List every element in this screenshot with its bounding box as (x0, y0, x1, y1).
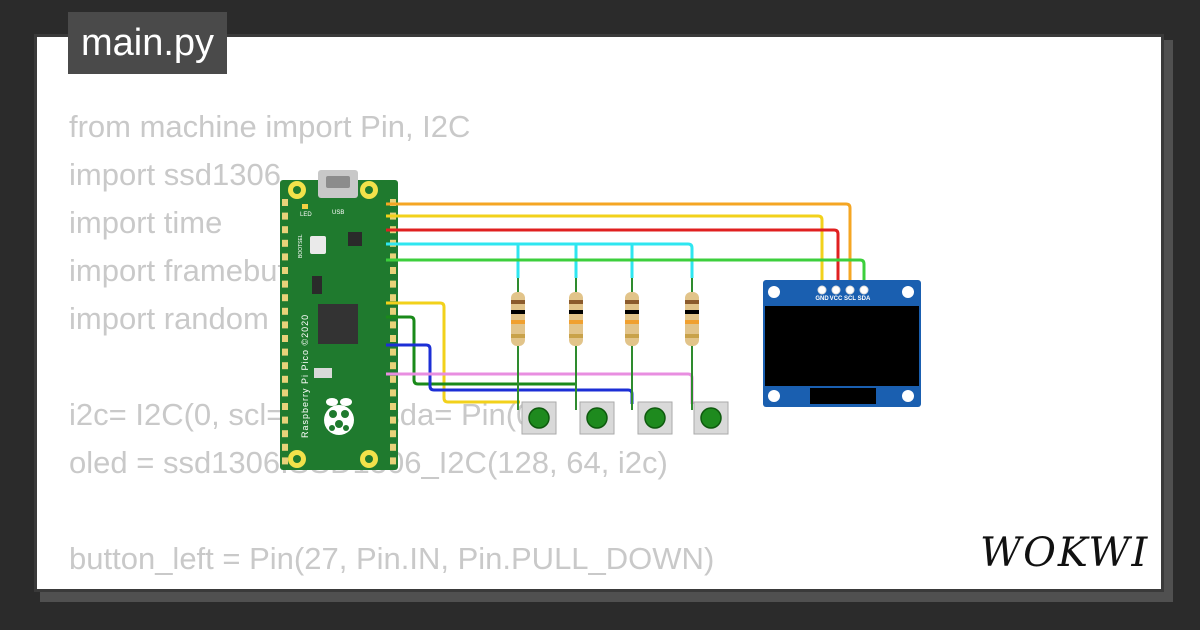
oled-pin (817, 285, 827, 295)
oled-screen (765, 306, 919, 386)
resistor[interactable] (685, 278, 699, 410)
pico-pin (390, 321, 396, 329)
code-line: button_left = Pin(27, Pin.IN, Pin.PULL_D… (69, 541, 715, 576)
pico-pin (282, 335, 288, 342)
bootsel-label: BOOTSEL (298, 234, 304, 258)
oled-pin (831, 285, 841, 295)
pico-pin (390, 348, 396, 356)
pico-pin (390, 335, 396, 342)
pico-pin (282, 226, 288, 234)
push-button[interactable] (579, 401, 615, 435)
pico-pin (282, 239, 288, 247)
file-tab[interactable]: main.py (68, 12, 228, 74)
raspberry-logo-icon (324, 398, 354, 435)
push-button[interactable] (521, 401, 557, 435)
pico-pin (282, 348, 288, 356)
flash-chip (348, 232, 362, 246)
pico-pin (282, 375, 288, 383)
pico-pin (390, 443, 396, 451)
wire-green (386, 258, 866, 290)
pico-pin (390, 362, 396, 370)
push-buttons (521, 401, 729, 435)
usb-label: USB (332, 210, 344, 216)
oled-pin (859, 285, 869, 295)
pico-pin (282, 403, 288, 410)
code-line: import random (69, 301, 269, 336)
pico-pin (282, 321, 288, 329)
pico-pin (390, 430, 396, 438)
wire-yellow-button (386, 301, 520, 404)
wire-cyan (386, 242, 694, 278)
resistor[interactable] (511, 278, 525, 410)
code-line: import ssd1306 (69, 157, 281, 192)
oled-pin-label: SDA (858, 296, 871, 302)
resistor[interactable] (569, 278, 583, 410)
pico-pin (282, 457, 288, 465)
rp2040-chip (318, 304, 358, 344)
pico-pin (390, 375, 396, 383)
pico-pin (390, 307, 396, 315)
pico-pin (390, 280, 396, 288)
pico-pin (282, 416, 288, 424)
oled-pin-label: SCL (844, 296, 856, 302)
code-line: oled = ssd1306.SSD1306_I2C(128, 64, i2c) (69, 445, 668, 480)
resistors (511, 278, 699, 410)
push-button[interactable] (637, 401, 673, 435)
pico-pin (390, 267, 396, 274)
pico-pin (390, 294, 396, 302)
pico-pin (282, 267, 288, 274)
pico-pin (282, 253, 288, 261)
code-card: from machine import Pin, I2C import ssd13… (34, 34, 1164, 592)
pico-pin (282, 212, 288, 220)
led (302, 204, 308, 209)
code-line: from machine import Pin, I2C (69, 109, 471, 144)
pico-pin (282, 430, 288, 438)
wire-red (386, 228, 840, 290)
oled-pin-label: VCC (830, 296, 843, 302)
pico-pin (282, 443, 288, 451)
pico-pin (390, 389, 396, 397)
pico-pin (282, 294, 288, 302)
bootsel-button (310, 236, 326, 254)
wire-yellow (386, 214, 824, 290)
led-label: LED (300, 212, 312, 218)
pico-pin (282, 199, 288, 206)
pico-pin (390, 416, 396, 424)
pico-pin (390, 253, 396, 261)
pico-pin (282, 307, 288, 315)
code-listing: from machine import Pin, I2C import ssd13… (69, 103, 733, 589)
pico-pin (282, 280, 288, 288)
pico-pin (390, 457, 396, 465)
wokwi-logo: WOKWI (980, 530, 1149, 574)
oled-pin-label: GND (815, 296, 829, 302)
wokwi-logo-text: WOKWI (980, 530, 1149, 574)
code-line: import framebuf (69, 253, 287, 288)
oled-pin (845, 285, 855, 295)
pico-pin (282, 362, 288, 370)
resistor[interactable] (625, 278, 639, 410)
pico-pin (390, 403, 396, 410)
board-silkscreen: Raspberry Pi Pico ©2020 (300, 314, 310, 438)
wire-darkgreen-button (386, 315, 576, 386)
pico-pin (282, 389, 288, 397)
code-line: import time (69, 205, 223, 240)
push-button[interactable] (693, 401, 729, 435)
pico-board[interactable]: LED USB BOOTSEL Raspberry Pi Pico ©2020 (280, 170, 398, 470)
wire-orange (386, 202, 852, 290)
